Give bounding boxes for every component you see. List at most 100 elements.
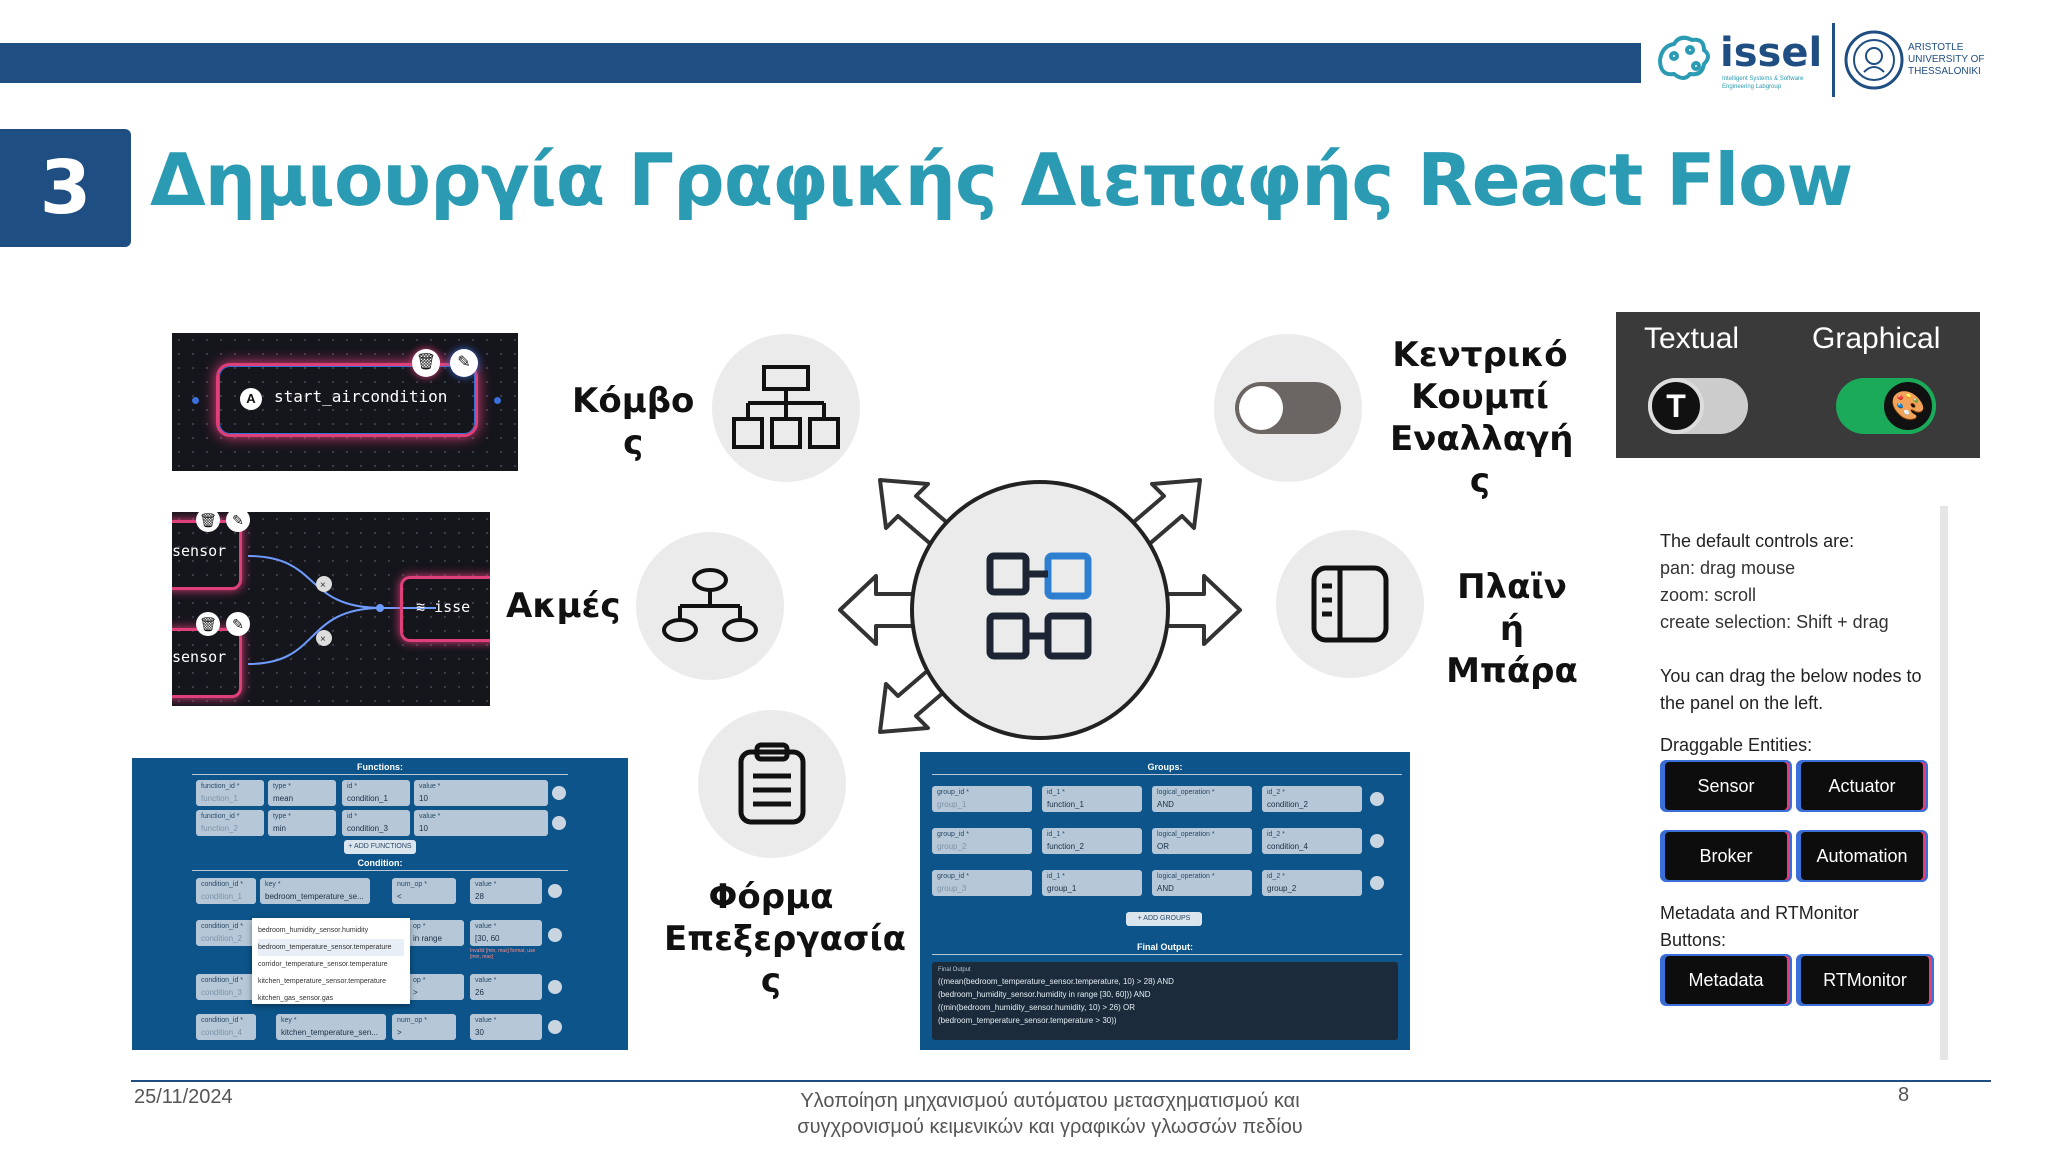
graphical-toggle[interactable]: 🎨 — [1836, 378, 1936, 434]
condition-id-field[interactable]: condition_id *condition_4 — [196, 1014, 256, 1040]
field-value: 26 — [475, 988, 484, 997]
group-id1-field[interactable]: id_1 *function_2 — [1042, 828, 1142, 854]
delete-icon[interactable]: 🗑 — [196, 612, 220, 636]
group-id2-field[interactable]: id_2 *condition_4 — [1262, 828, 1362, 854]
toggle-label-line3: Εναλλαγή — [1390, 419, 1574, 459]
group-op-field[interactable]: logical_operation *AND — [1152, 870, 1252, 896]
handle-right[interactable] — [494, 397, 501, 404]
toggle-icon — [1235, 382, 1341, 434]
broker-entity-button[interactable]: Broker — [1660, 830, 1792, 882]
edit-icon[interactable]: ✎ — [450, 349, 478, 377]
textual-toggle[interactable]: T — [1648, 378, 1748, 434]
remove-row-icon[interactable] — [1370, 834, 1384, 848]
groups-form: Groups: group_id *group_1 id_1 *function… — [920, 752, 1410, 1050]
react-flow-icon — [986, 552, 1092, 660]
edit-icon[interactable]: ✎ — [226, 512, 250, 532]
delete-icon[interactable]: 🗑 — [196, 512, 220, 532]
sidebar-panel: The default controls are: pan: drag mous… — [1648, 506, 1948, 1060]
field-label: value * — [475, 977, 497, 984]
sensor-entity-button[interactable]: Sensor — [1660, 760, 1792, 812]
dropdown-option[interactable]: kitchen_temperature_sensor.temperature — [258, 978, 387, 985]
group-op-field[interactable]: logical_operation *OR — [1152, 828, 1252, 854]
control-pan: pan: drag mouse — [1660, 558, 1796, 578]
svg-text:×: × — [320, 580, 326, 591]
field-label: num_op * — [397, 1017, 427, 1024]
automation-entity-button[interactable]: Automation — [1796, 830, 1928, 882]
sensor-node-2-label: sensor — [172, 648, 227, 666]
dropdown-option[interactable]: bedroom_temperature_sensor.temperature — [258, 939, 404, 956]
field-value: < — [397, 892, 402, 901]
field-label: op * — [413, 923, 426, 930]
final-output-header: Final Output: — [1137, 942, 1193, 952]
condition-op-field[interactable]: num_op *> — [392, 1014, 456, 1040]
delete-icon[interactable]: 🗑 — [412, 349, 440, 377]
condition-key-field[interactable]: key *kitchen_temperature_sen... — [276, 1014, 386, 1040]
function-id-field[interactable]: function_id *function_1 — [196, 780, 264, 806]
group-id-field[interactable]: group_id *group_1 — [932, 786, 1032, 812]
condition-id-field[interactable]: condition_id *condition_1 — [196, 878, 256, 904]
remove-row-icon[interactable] — [548, 1020, 562, 1034]
remove-row-icon[interactable] — [548, 980, 562, 994]
condition-op-field[interactable]: num_op *< — [392, 878, 456, 904]
rtmonitor-button[interactable]: RTMonitor — [1796, 954, 1934, 1006]
remove-row-icon[interactable] — [552, 816, 566, 830]
add-groups-button[interactable]: + ADD GROUPS — [1126, 912, 1202, 926]
header-bar — [0, 43, 1641, 83]
field-label: value * — [475, 1017, 497, 1024]
group-id1-field[interactable]: id_1 *function_1 — [1042, 786, 1142, 812]
field-value: condition_3 — [347, 824, 388, 833]
field-value: condition_4 — [201, 1028, 242, 1037]
final-output-box: Final Output ((mean(bedroom_temperature_… — [932, 962, 1398, 1040]
remove-row-icon[interactable] — [548, 884, 562, 898]
group-id2-field[interactable]: id_2 *group_2 — [1262, 870, 1362, 896]
function-id-field[interactable]: function_id *function_2 — [196, 810, 264, 836]
group-id-field[interactable]: group_id *group_3 — [932, 870, 1032, 896]
add-functions-button[interactable]: + ADD FUNCTIONS — [344, 840, 416, 854]
condition-id-field[interactable]: condition_id *condition_2 — [196, 920, 256, 946]
footer-line — [131, 1080, 1991, 1082]
condition-op-field[interactable]: op * in range — [408, 920, 464, 946]
dropdown-option[interactable]: corridor_temperature_sensor.temperature — [258, 961, 388, 968]
handle-left[interactable] — [192, 397, 199, 404]
meta-title-2: Buttons: — [1660, 930, 1727, 950]
dropdown-option[interactable]: kitchen_gas_sensor.gas — [258, 995, 334, 1002]
function-value-field[interactable]: value *10 — [414, 810, 548, 836]
actuator-entity-button[interactable]: Actuator — [1796, 760, 1928, 812]
condition-id-field[interactable]: condition_id *condition_3 — [196, 974, 256, 1000]
edges-circle — [636, 532, 784, 680]
field-value: function_2 — [1047, 842, 1084, 851]
condition-value-field[interactable]: value *30 — [470, 1014, 542, 1040]
remove-row-icon[interactable] — [1370, 876, 1384, 890]
function-value-field[interactable]: value *10 — [414, 780, 548, 806]
field-value: in range — [413, 934, 442, 943]
remove-row-icon[interactable] — [552, 786, 566, 800]
remove-row-icon[interactable] — [1370, 792, 1384, 806]
node-badge-icon: A — [240, 388, 262, 410]
function-input-field[interactable]: id *condition_3 — [342, 810, 410, 836]
field-label: function_id * — [201, 813, 240, 820]
error-text: Invalid [min, max] format, use [min, max… — [470, 948, 536, 960]
field-label: id_2 * — [1267, 873, 1285, 880]
flow-node — [216, 363, 478, 437]
condition-value-field[interactable]: value * 26 — [470, 974, 542, 1000]
remove-row-icon[interactable] — [548, 928, 562, 942]
group-id-field[interactable]: group_id *group_2 — [932, 828, 1032, 854]
target-node[interactable] — [400, 576, 490, 642]
key-dropdown[interactable]: bedroom_humidity_sensor.humidity bedroom… — [252, 918, 410, 1004]
field-value: function_1 — [1047, 800, 1084, 809]
field-label: value * — [419, 783, 441, 790]
group-id2-field[interactable]: id_2 *condition_2 — [1262, 786, 1362, 812]
function-input-field[interactable]: id *condition_1 — [342, 780, 410, 806]
group-op-field[interactable]: logical_operation *AND — [1152, 786, 1252, 812]
condition-key-field[interactable]: key *bedroom_temperature_se... — [260, 878, 370, 904]
field-value: condition_2 — [201, 934, 242, 943]
condition-op-field[interactable]: op *> — [408, 974, 464, 1000]
metadata-button[interactable]: Metadata — [1660, 954, 1792, 1006]
condition-value-field[interactable]: value *28 — [470, 878, 542, 904]
dropdown-option[interactable]: bedroom_humidity_sensor.humidity — [258, 927, 369, 934]
group-id1-field[interactable]: id_1 *group_1 — [1042, 870, 1142, 896]
condition-value-field[interactable]: value *[30, 60 — [470, 920, 542, 946]
function-type-field[interactable]: type *min — [268, 810, 336, 836]
edit-icon[interactable]: ✎ — [226, 612, 250, 636]
function-type-field[interactable]: type *mean — [268, 780, 336, 806]
